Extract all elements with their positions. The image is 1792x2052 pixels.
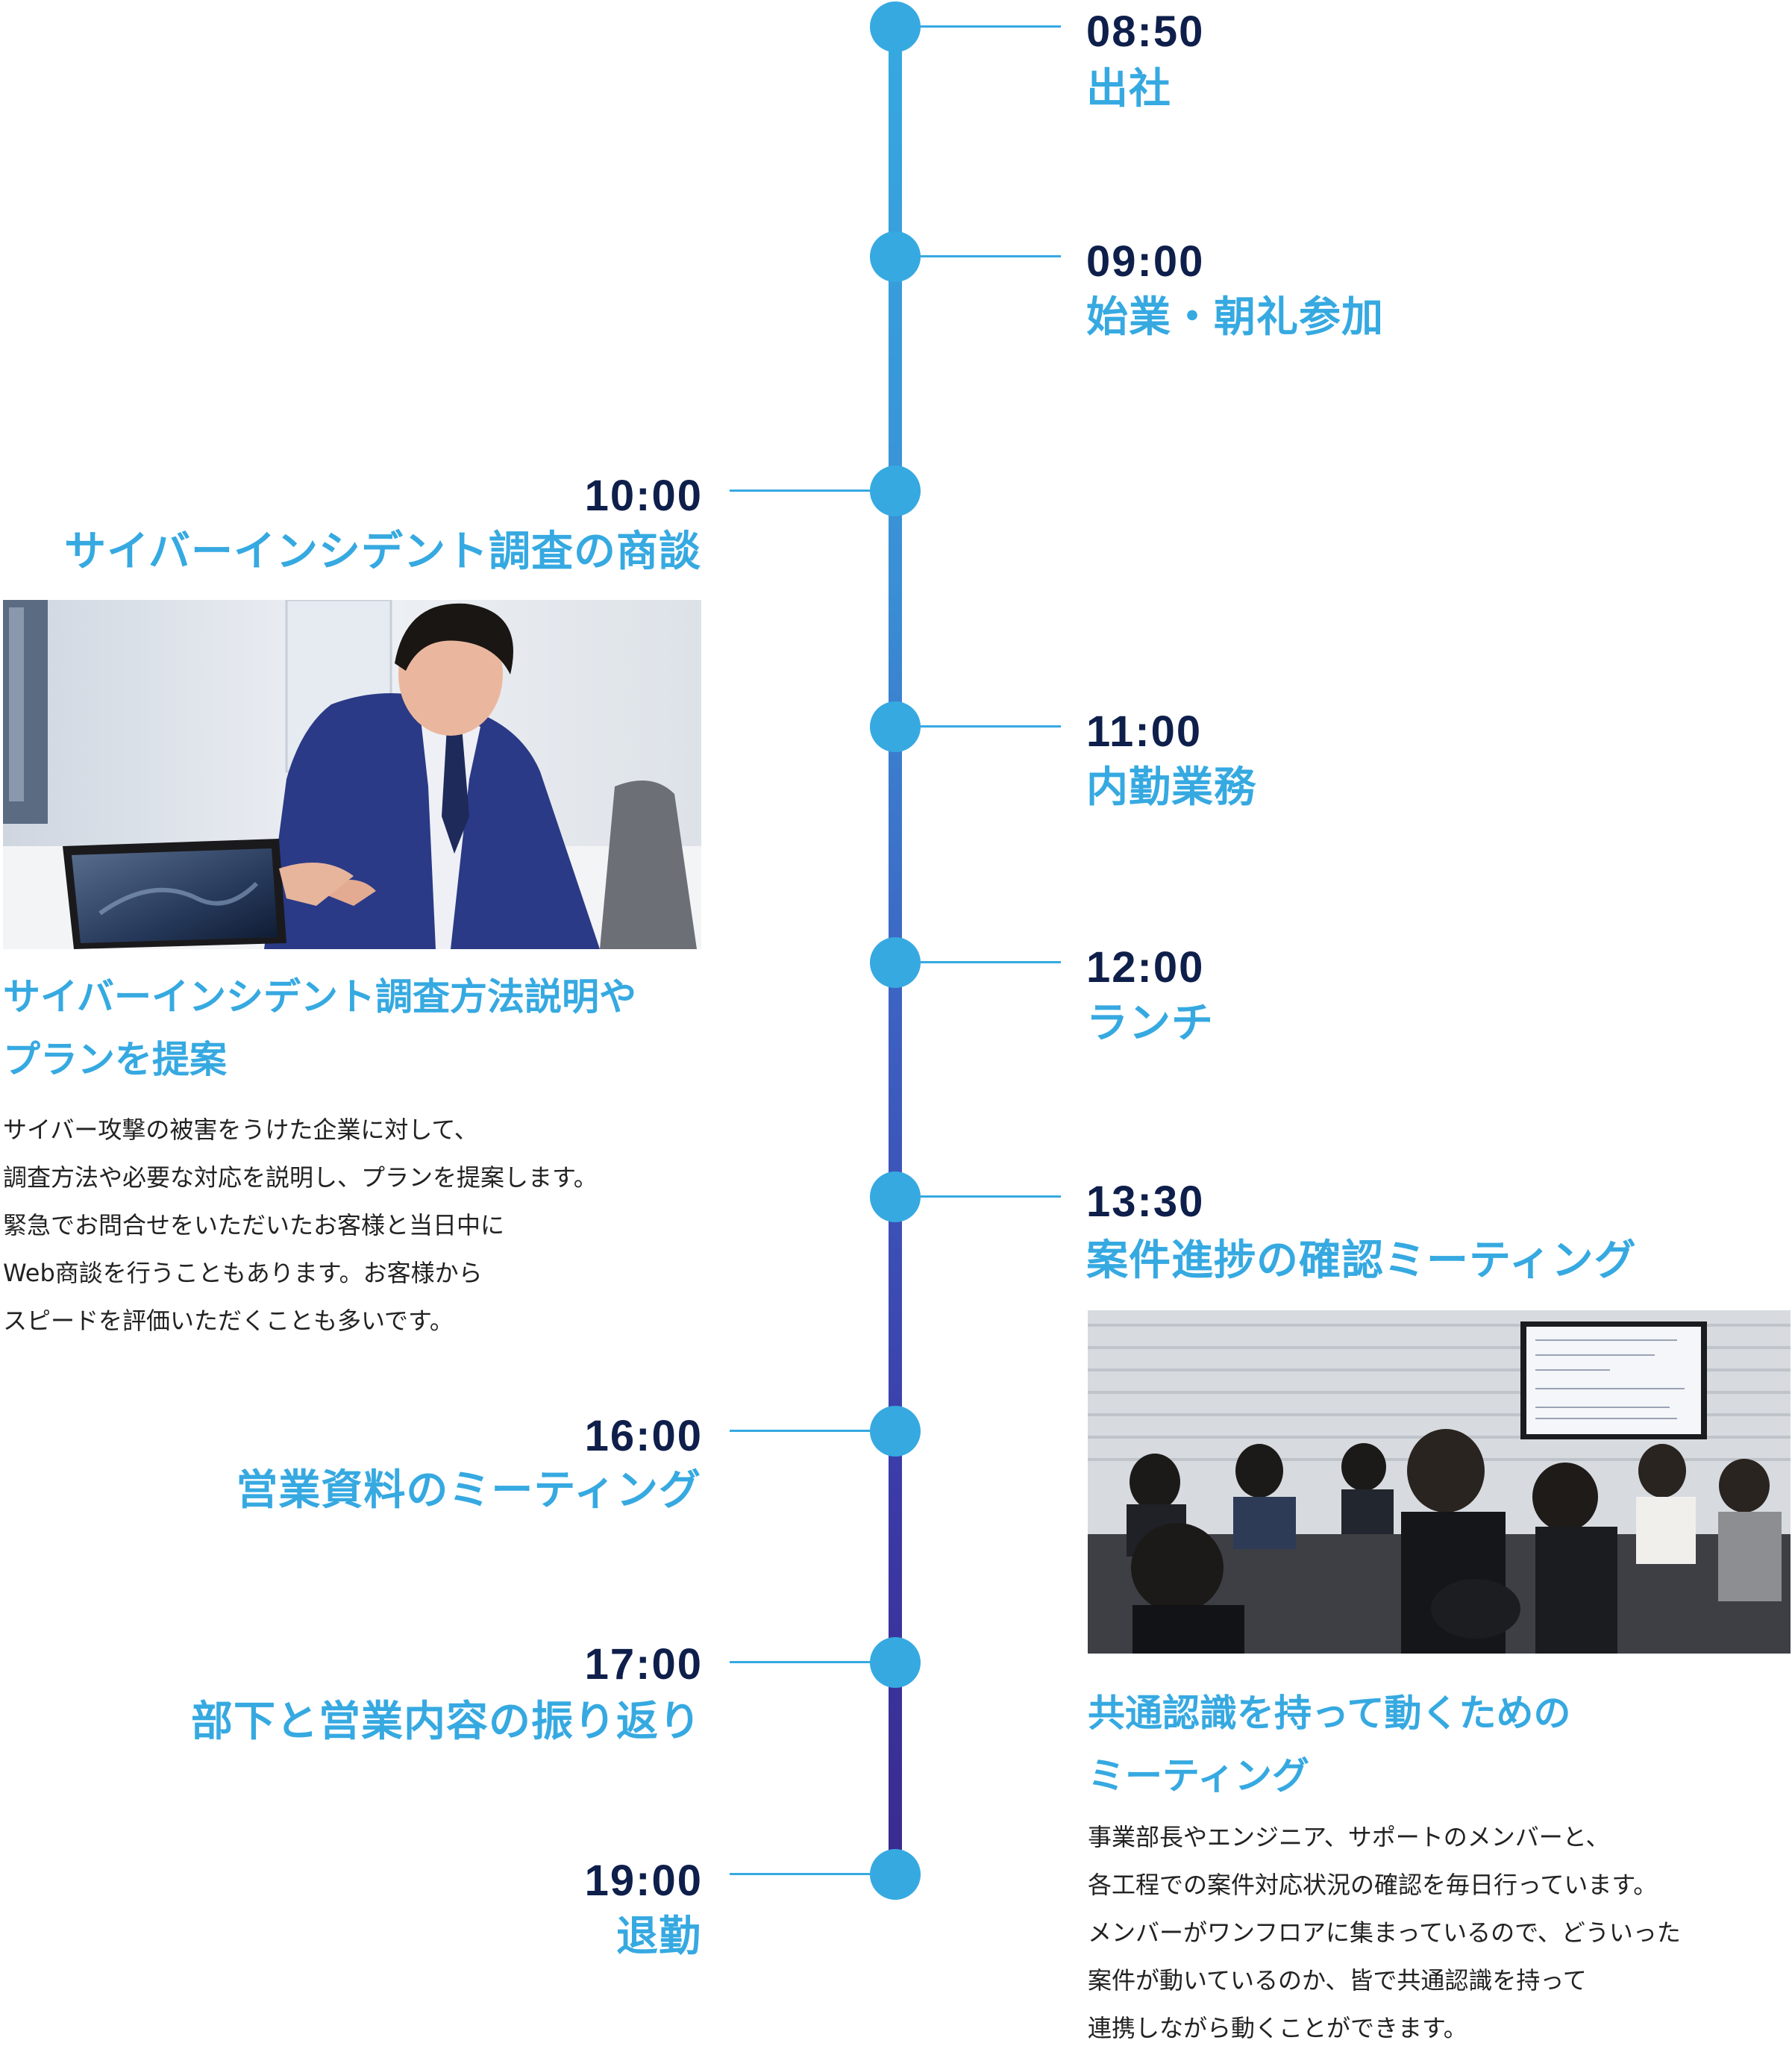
time-1200: 12:00 xyxy=(1086,943,1205,992)
event-start-work: 始業・朝礼参加 xyxy=(1086,293,1384,342)
time-0850: 08:50 xyxy=(1086,7,1205,56)
timeline-dot xyxy=(870,1172,921,1222)
timeline-dot xyxy=(870,466,921,516)
timeline-connector xyxy=(921,1195,1061,1198)
left-detail-heading: サイバーインシデント調査方法説明や プランを提案 xyxy=(3,966,704,1091)
progress-meeting-photo xyxy=(1088,1310,1791,1654)
right-detail-line: メンバーがワンフロアに集まっているので、どういった xyxy=(1088,1918,1681,1947)
right-detail-heading: 共通認識を持って動くための ミーティング xyxy=(1088,1682,1789,1807)
event-review: 部下と営業内容の振り返り xyxy=(191,1698,701,1746)
left-detail-heading-line2: プランを提案 xyxy=(3,1038,227,1081)
right-detail-line: 事業部長やエンジニア、サポートのメンバーと、 xyxy=(1088,1823,1610,1851)
timeline-dot xyxy=(870,1849,921,1900)
timeline-dot xyxy=(870,1406,921,1457)
right-detail-line: 案件が動いているのか、皆で共通認識を持って xyxy=(1088,1966,1587,1995)
event-arrive: 出社 xyxy=(1086,65,1171,113)
event-progress-meeting: 案件進捗の確認ミーティング xyxy=(1086,1236,1637,1285)
time-0900: 09:00 xyxy=(1086,237,1205,286)
timeline-connector xyxy=(730,1661,870,1663)
event-sales-meeting: サイバーインシデント調査の商談 xyxy=(64,528,701,576)
timeline-dot xyxy=(870,937,921,988)
timeline-connector xyxy=(730,1873,870,1875)
time-1900: 19:00 xyxy=(584,1857,703,1905)
timeline-dot xyxy=(870,1637,921,1688)
left-detail-line: 緊急でお問合せをいただいたお客様と当日中に xyxy=(3,1211,505,1239)
timeline-connector xyxy=(921,725,1061,728)
timeline-dot xyxy=(870,231,921,282)
timeline-connector xyxy=(921,25,1061,28)
timeline-dot xyxy=(870,701,921,752)
event-office-work: 内勤業務 xyxy=(1086,763,1256,812)
timeline-connector xyxy=(921,961,1061,963)
sales-meeting-photo xyxy=(3,600,701,949)
left-detail-line: 調査方法や必要な対応を説明し、プランを提案します。 xyxy=(3,1163,598,1192)
timeline-connector xyxy=(921,255,1061,257)
left-detail-line: スピードを評価いただくことも多いです。 xyxy=(3,1307,454,1335)
left-detail-line: サイバー攻撃の被害をうけた企業に対して、 xyxy=(3,1116,478,1144)
right-detail-heading-line1: 共通認識を持って動くための xyxy=(1088,1692,1571,1735)
time-1000: 10:00 xyxy=(584,472,703,520)
right-detail-line: 各工程での案件対応状況の確認を毎日行っています。 xyxy=(1088,1871,1658,1899)
left-detail-body: サイバー攻撃の被害をうけた企業に対して、 調査方法や必要な対応を説明し、プランを… xyxy=(3,1106,704,1345)
time-1700: 17:00 xyxy=(584,1640,703,1689)
right-detail-line: 連携しながら動くことができます。 xyxy=(1088,2014,1467,2042)
event-lunch: ランチ xyxy=(1086,999,1214,1048)
timeline-dot xyxy=(870,1,921,52)
timeline-connector xyxy=(730,489,870,492)
left-detail-line: Web商談を行うこともあります。お客様から xyxy=(3,1259,483,1287)
event-leave: 退勤 xyxy=(616,1912,701,1961)
timeline-connector xyxy=(730,1430,870,1432)
time-1100: 11:00 xyxy=(1086,707,1203,756)
right-detail-body: 事業部長やエンジニア、サポートのメンバーと、 各工程での案件対応状況の確認を毎日… xyxy=(1088,1813,1789,2052)
event-sales-material-meeting: 営業資料のミーティング xyxy=(236,1466,701,1515)
time-1600: 16:00 xyxy=(584,1412,703,1460)
time-1330: 13:30 xyxy=(1086,1177,1205,1226)
right-detail-heading-line2: ミーティング xyxy=(1088,1754,1309,1798)
left-detail-heading-line1: サイバーインシデント調査方法説明や xyxy=(3,975,636,1019)
